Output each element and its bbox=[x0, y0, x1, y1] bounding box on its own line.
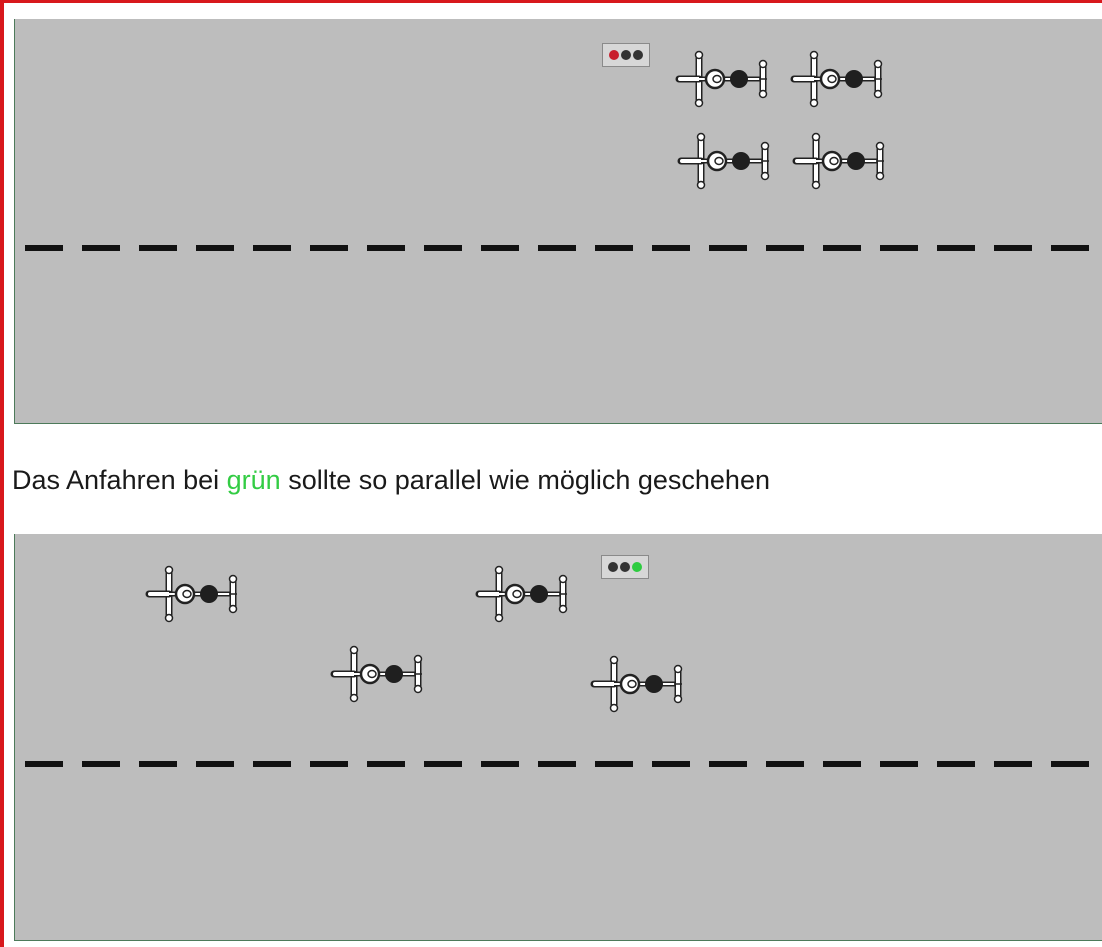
dashed-lane-marking bbox=[25, 761, 1102, 767]
green-lamp-off bbox=[633, 50, 643, 60]
bicycle-top-view-icon bbox=[792, 131, 892, 191]
traffic-light-green bbox=[601, 555, 649, 579]
road-panel-green bbox=[14, 534, 1102, 941]
bicycle-top-view-icon bbox=[475, 564, 575, 624]
dashed-lane-marking bbox=[25, 245, 1102, 251]
caption-after: sollte so parallel wie möglich geschehen bbox=[280, 465, 770, 495]
road-panel-red bbox=[14, 19, 1102, 424]
bicycle-top-view-icon bbox=[790, 49, 890, 109]
red-lamp-off bbox=[608, 562, 618, 572]
traffic-light-red bbox=[602, 43, 650, 67]
bicycle-top-view-icon bbox=[675, 49, 775, 109]
caption-before: Das Anfahren bei bbox=[12, 465, 227, 495]
yellow-lamp-off bbox=[620, 562, 630, 572]
bicycle-top-view-icon bbox=[330, 644, 430, 704]
green-lamp-on bbox=[632, 562, 642, 572]
red-lamp-on bbox=[609, 50, 619, 60]
bicycle-top-view-icon bbox=[145, 564, 245, 624]
yellow-lamp-off bbox=[621, 50, 631, 60]
caption-text: Das Anfahren bei grün sollte so parallel… bbox=[12, 465, 770, 496]
caption-highlight-green: grün bbox=[226, 465, 281, 495]
bicycle-top-view-icon bbox=[590, 654, 690, 714]
bicycle-top-view-icon bbox=[677, 131, 777, 191]
